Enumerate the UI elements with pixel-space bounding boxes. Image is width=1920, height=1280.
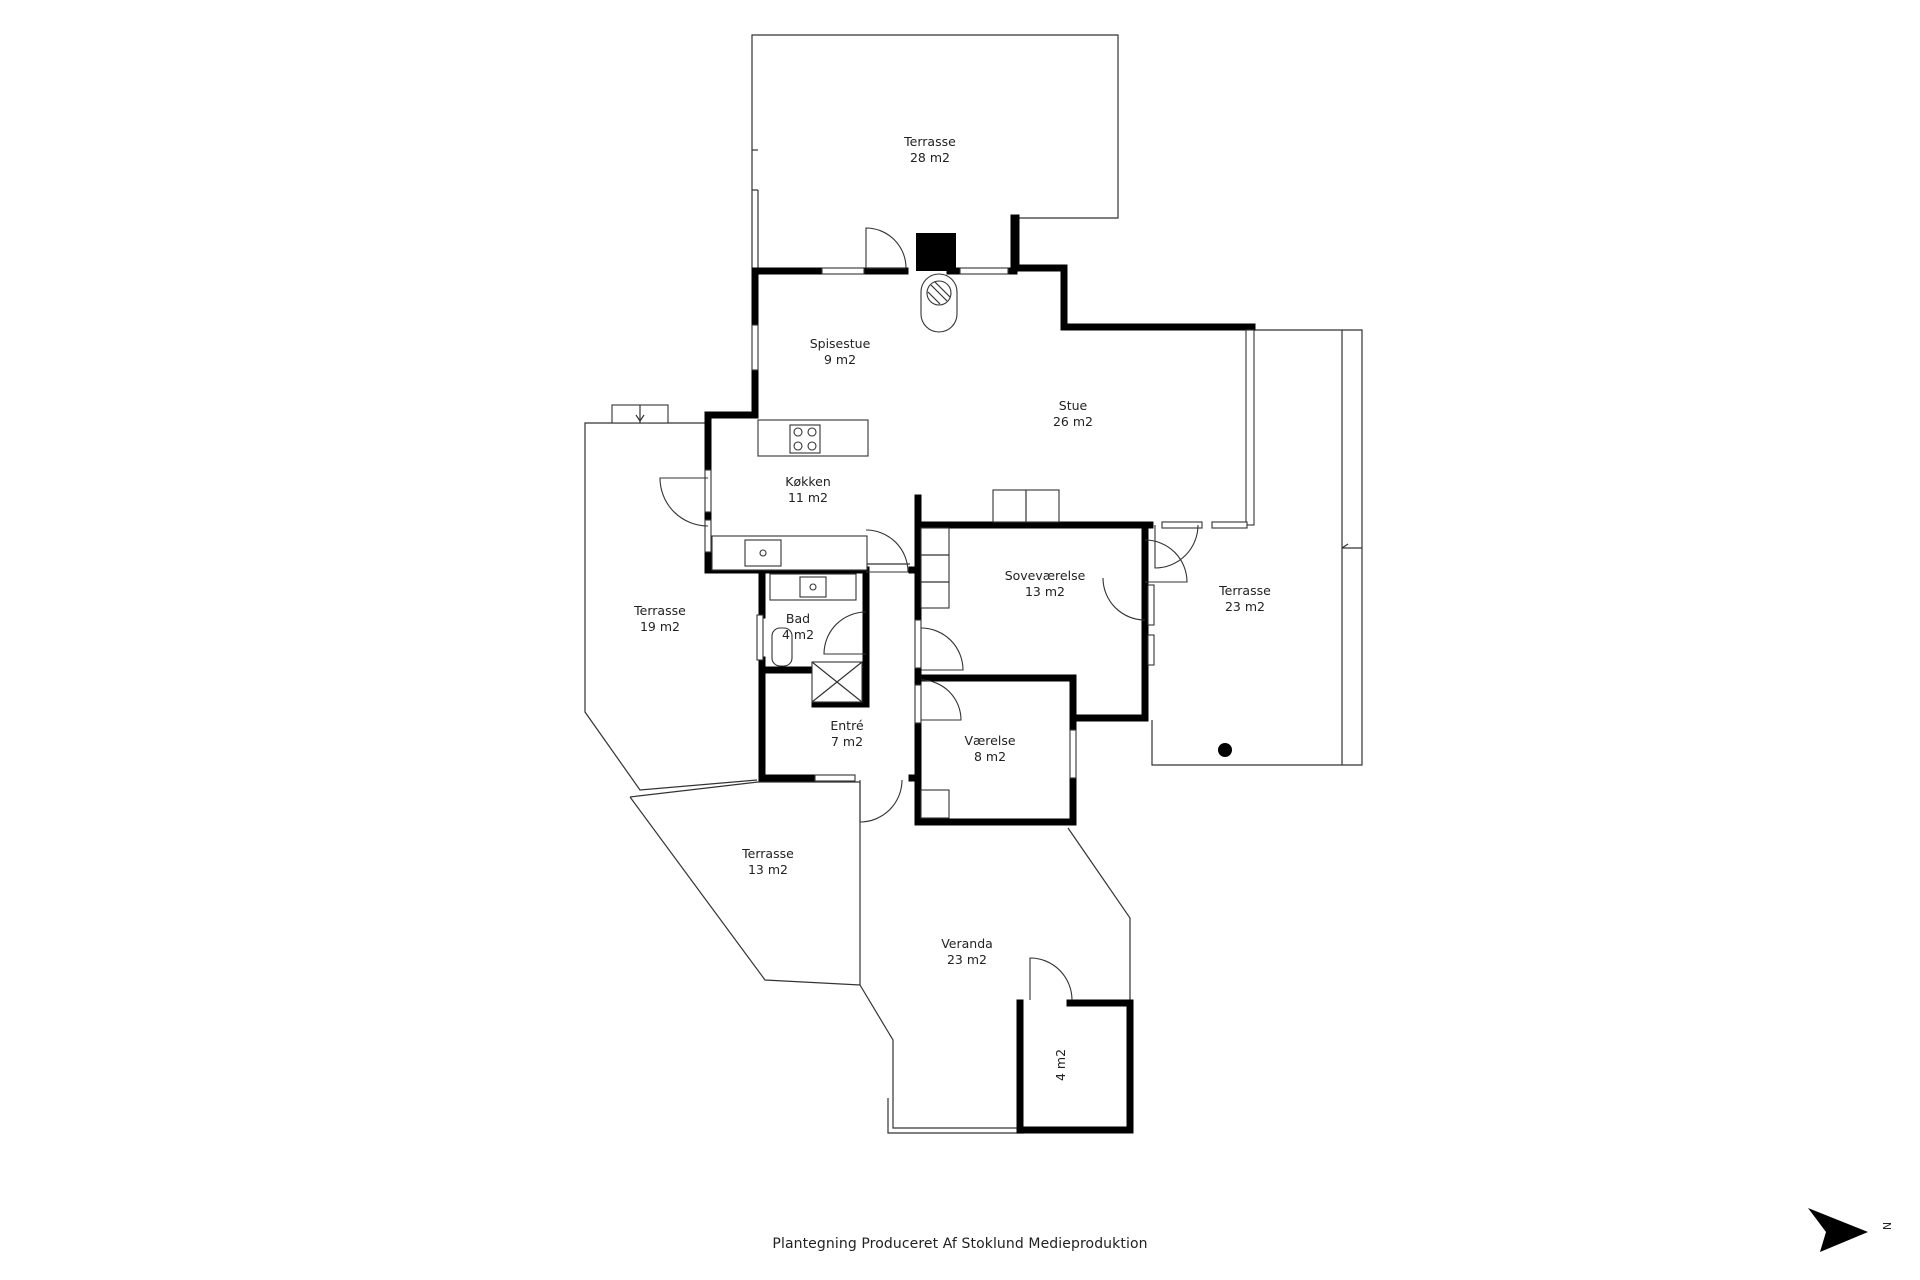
veranda-outline (859, 827, 1131, 1134)
room-label-stue: Stue (1059, 398, 1088, 413)
compass-letter: N (1880, 1222, 1893, 1230)
room-area-veranda: 23 m2 (947, 952, 987, 967)
room-area-terrasse-east: 23 m2 (1225, 599, 1265, 614)
room-label-sovevaerelse: Soveværelse (1005, 568, 1086, 583)
room-area-terrasse-north: 28 m2 (910, 150, 950, 165)
room-area-sovevaerelse: 13 m2 (1025, 584, 1065, 599)
room-label-terrasse-west: Terrasse (633, 603, 686, 618)
room-label-entre: Entré (830, 718, 864, 733)
wardrobes (920, 527, 950, 819)
room-area-bad: 4 m2 (782, 627, 814, 642)
room-label-spisestue: Spisestue (810, 336, 871, 351)
room-area-kokken: 11 m2 (788, 490, 828, 505)
room-area-stue: 26 m2 (1053, 414, 1093, 429)
room-label-kokken: Køkken (785, 474, 831, 489)
room-label-terrasse-south: Terrasse (741, 846, 794, 861)
chimney (916, 233, 956, 271)
room-label-terrasse-north: Terrasse (903, 134, 956, 149)
north-arrow-icon: N (1808, 1208, 1893, 1252)
room-area-shed: 4 m2 (1053, 1049, 1068, 1081)
kitchen-counters (711, 419, 1060, 571)
terrace-marker (1218, 743, 1232, 757)
room-area-entre: 7 m2 (831, 734, 863, 749)
terrace-north-outline (751, 34, 1119, 268)
room-label-terrasse-east: Terrasse (1218, 583, 1271, 598)
exterior-walls (704, 214, 1256, 1134)
windows (704, 267, 1255, 782)
plan-caption: Plantegning Produceret Af Stoklund Medie… (772, 1236, 1148, 1252)
room-area-spisestue: 9 m2 (824, 352, 856, 367)
doors (659, 227, 1199, 1001)
terrace-west-outline (584, 404, 758, 791)
stove-icon (920, 273, 958, 333)
room-area-vaerelse: 8 m2 (974, 749, 1006, 764)
room-labels: Terrasse 28 m2 Spisestue 9 m2 Stue 26 m2… (633, 134, 1271, 1081)
bathroom-fixtures (769, 573, 863, 703)
room-label-vaerelse: Værelse (964, 733, 1015, 748)
terrace-east-outline (1151, 329, 1363, 766)
room-area-terrasse-west: 19 m2 (640, 619, 680, 634)
room-label-bad: Bad (786, 611, 810, 626)
terrace-south-outline (629, 781, 861, 986)
room-area-terrasse-south: 13 m2 (748, 862, 788, 877)
room-label-veranda: Veranda (941, 936, 993, 951)
